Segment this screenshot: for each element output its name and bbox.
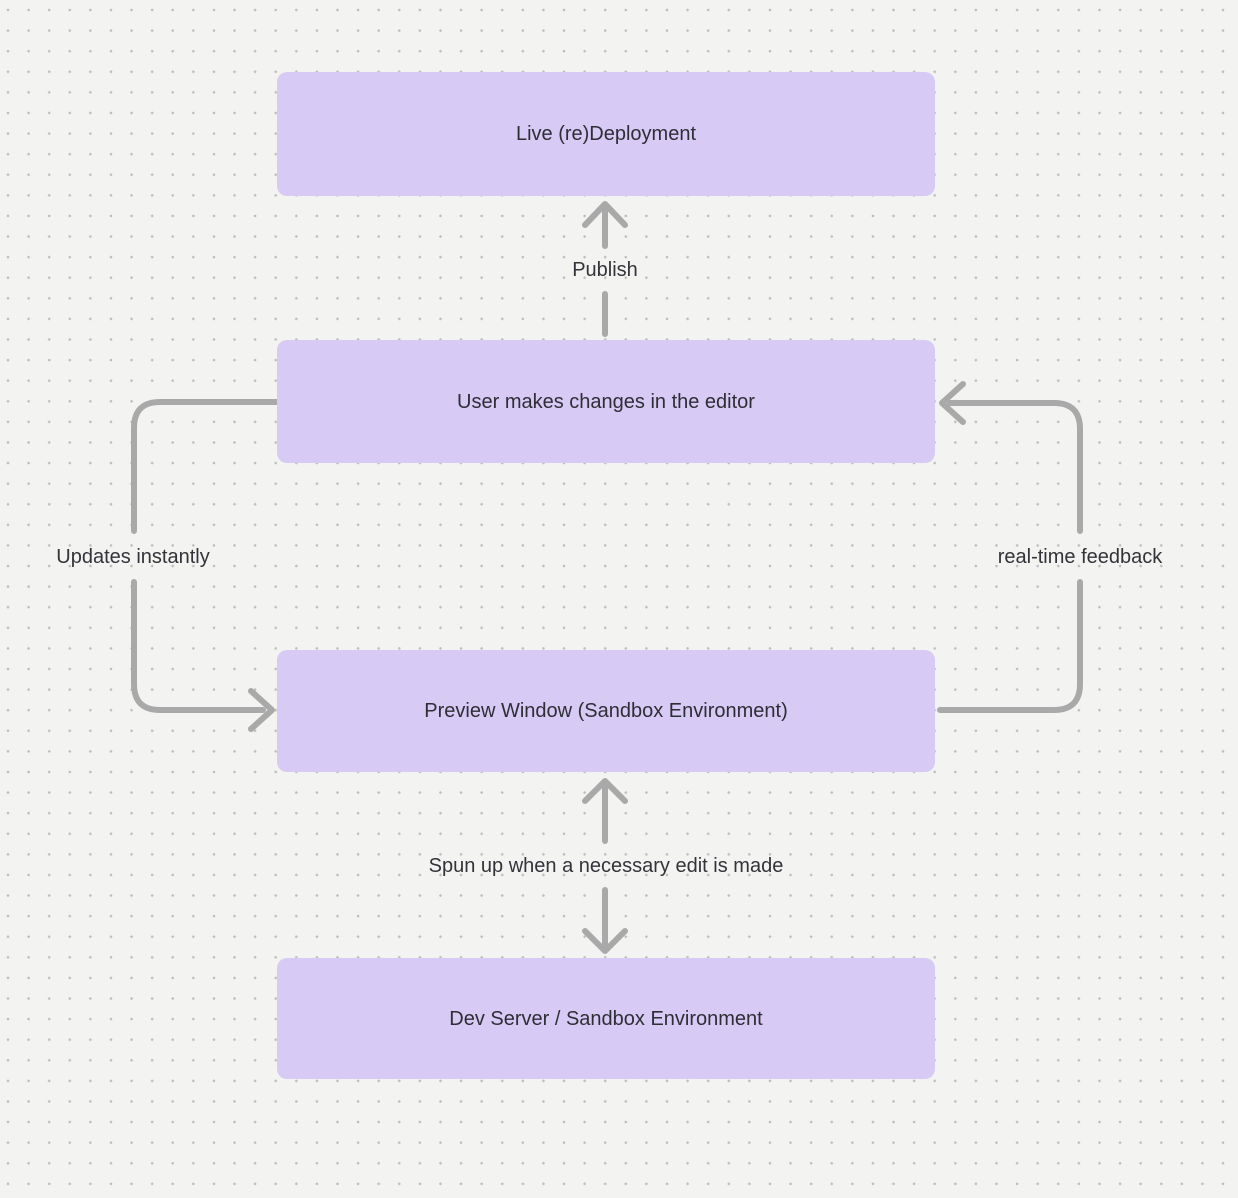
node-label: User makes changes in the editor — [457, 390, 755, 413]
arrowhead-down-icon — [582, 928, 628, 954]
edge-segment — [947, 400, 1083, 534]
edge-label-realtime-feedback: real-time feedback — [997, 546, 1163, 568]
node-live-redeployment[interactable]: Live (re)Deployment — [277, 72, 935, 196]
edge-segment — [131, 399, 280, 534]
node-editor-changes[interactable]: User makes changes in the editor — [277, 340, 935, 463]
arrowhead-right-icon — [248, 688, 275, 732]
node-label: Dev Server / Sandbox Environment — [449, 1007, 763, 1030]
arrowhead-left-icon — [939, 381, 966, 425]
edge-label-updates-instantly: Updates instantly — [56, 546, 210, 568]
arrowhead-up-icon — [582, 778, 628, 804]
node-preview-window[interactable]: Preview Window (Sandbox Environment) — [277, 650, 935, 772]
node-label: Preview Window (Sandbox Environment) — [424, 700, 788, 722]
arrowhead-up-icon — [582, 201, 628, 228]
edge-segment — [131, 579, 266, 713]
edge-label-spun-up: Spun up when a necessary edit is made — [428, 855, 784, 877]
node-label: Live (re)Deployment — [515, 123, 697, 145]
edge-label-publish: Publish — [572, 259, 638, 281]
node-dev-server[interactable]: Dev Server / Sandbox Environment — [277, 958, 935, 1079]
edge-segment — [937, 579, 1083, 713]
